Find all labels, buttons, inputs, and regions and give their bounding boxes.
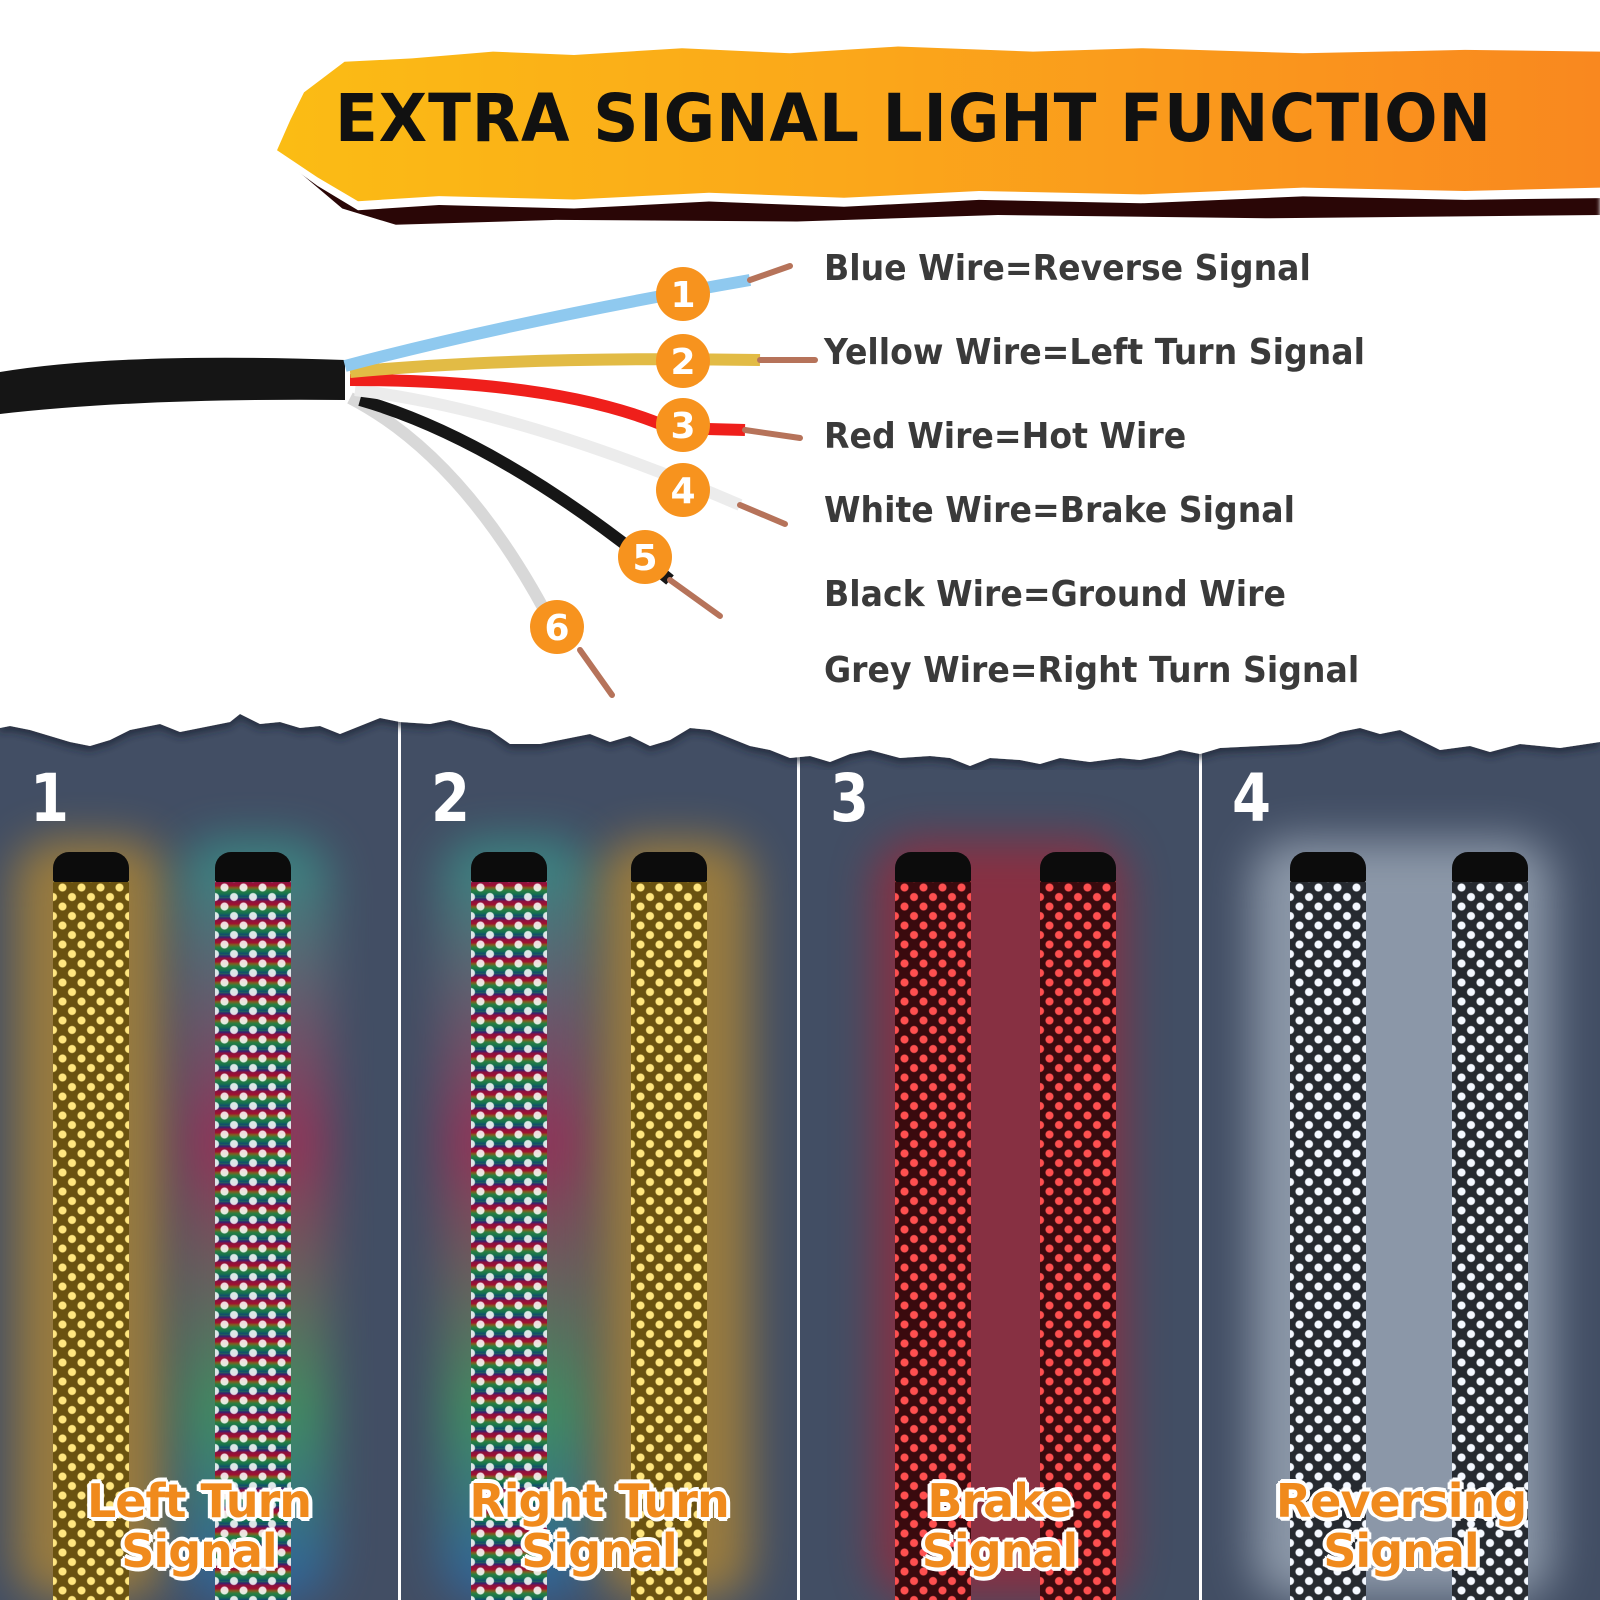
tube-cap — [215, 852, 291, 882]
badge-5 — [618, 530, 672, 584]
tube-cap — [895, 852, 971, 882]
tube-cap — [631, 852, 707, 882]
legend-black-wire: Black Wire=Ground Wire — [824, 574, 1286, 615]
tube-cap — [1040, 852, 1116, 882]
copper-tips — [577, 263, 818, 698]
signal-label: Right Turn Signal — [469, 1474, 729, 1578]
badge-5-number: 5 — [632, 538, 657, 579]
badge-1 — [656, 267, 710, 321]
panel-divider — [398, 700, 401, 1600]
panel-number: 1 — [30, 760, 70, 837]
badge-6-number: 6 — [544, 608, 569, 649]
led-tube-amber — [631, 852, 707, 1600]
tube-cap — [53, 852, 129, 882]
badge-3 — [656, 398, 710, 452]
banner-background — [277, 46, 1600, 202]
page-title: EXTRA SIGNAL LIGHT FUNCTION — [335, 80, 1492, 157]
signal-label: Brake Signal — [921, 1474, 1078, 1578]
tube-cap — [471, 852, 547, 882]
legend-grey-wire: Grey Wire=Right Turn Signal — [824, 650, 1360, 691]
legend-blue-wire: Blue Wire=Reverse Signal — [824, 248, 1311, 289]
panel-brake: 3 Brake Signal — [800, 700, 1199, 1600]
wire-number-badges — [530, 267, 710, 654]
tube-cap — [1290, 852, 1366, 882]
legend-yellow-wire: Yellow Wire=Left Turn Signal — [824, 332, 1365, 373]
panel-number: 3 — [830, 760, 870, 837]
wire-red — [349, 374, 746, 436]
badge-4 — [656, 463, 710, 517]
led-tube-amber — [53, 852, 129, 1600]
panel-divider — [1199, 700, 1202, 1600]
legend-white-wire: White Wire=Brake Signal — [824, 490, 1295, 531]
wire-grey — [347, 392, 566, 643]
panel-number: 4 — [1232, 760, 1272, 837]
panel-left-turn: 1 Left Turn Signal — [0, 700, 398, 1600]
badge-2-number: 2 — [670, 342, 695, 383]
title-banner: EXTRA SIGNAL LIGHT FUNCTION — [240, 38, 1600, 228]
badge-2 — [656, 334, 710, 388]
badge-4-number: 4 — [670, 471, 695, 512]
wire-diagram: 1 2 3 4 5 6 — [0, 263, 818, 698]
led-tube-chasing — [215, 852, 291, 1600]
torn-paper-edge — [0, 700, 1600, 766]
signal-panels: 1 Left Turn Signal 2 Right Turn Signal — [0, 700, 1600, 1600]
led-tube-white — [1290, 852, 1366, 1600]
badge-3-number: 3 — [670, 406, 695, 447]
led-tube-red — [1040, 852, 1116, 1600]
badge-1-number: 1 — [670, 275, 695, 316]
led-tube-white — [1452, 852, 1528, 1600]
led-tube-chasing — [471, 852, 547, 1600]
panel-reversing: 4 Reversing Signal — [1202, 700, 1600, 1600]
cable-jacket — [0, 357, 345, 414]
led-tube-red — [895, 852, 971, 1600]
legend-red-wire: Red Wire=Hot Wire — [824, 416, 1187, 457]
panel-divider — [797, 700, 800, 1600]
tube-cap — [1452, 852, 1528, 882]
signal-label: Reversing Signal — [1275, 1474, 1527, 1578]
signal-label: Left Turn Signal — [86, 1474, 312, 1578]
panel-right-turn: 2 Right Turn Signal — [401, 700, 797, 1600]
panel-number: 2 — [431, 760, 471, 837]
badge-6 — [530, 600, 584, 654]
